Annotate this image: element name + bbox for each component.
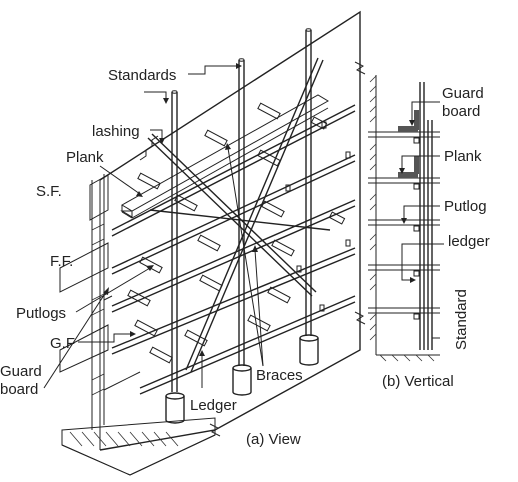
label-guard-board-1: Guard (0, 363, 42, 380)
label-plank: Plank (66, 149, 104, 166)
caption-vertical: (b) Vertical (382, 373, 454, 390)
planks (120, 94, 329, 219)
label-sf: S.F. (36, 183, 62, 200)
guard-boards (103, 295, 141, 391)
label-guard-board-2: board (0, 381, 38, 398)
vlabel-putlog: Putlog (444, 198, 487, 215)
view-drawing: Standards lashing Plank S.F. F.F. Putlog… (0, 10, 366, 476)
label-gf: G.F (50, 335, 75, 352)
vlabel-plank: Plank (444, 148, 482, 165)
label-standards: Standards (108, 67, 176, 84)
vlabel-standard: Standard (453, 289, 470, 350)
braces (147, 57, 331, 373)
label-putlogs: Putlogs (16, 305, 66, 322)
vertical-wall-hatch (369, 75, 377, 341)
standard-bases (165, 334, 319, 424)
label-lashing: lashing (92, 123, 140, 140)
vlabel-guard-1: Guard (442, 85, 484, 102)
label-braces: Braces (256, 367, 303, 384)
caption-view: (a) View (246, 431, 301, 448)
standards (171, 28, 312, 392)
label-ff: F.F. (50, 253, 73, 270)
vlabel-guard-2: board (442, 103, 480, 120)
putlogs (127, 102, 346, 364)
lashing-mark (139, 135, 159, 161)
ground-foundation (61, 417, 216, 476)
floor-slabs (59, 174, 109, 430)
vertical-section: Guard board Plank Putlog ledger Standard… (368, 75, 490, 390)
ledgers (111, 104, 356, 395)
vertical-guard-board (398, 126, 418, 132)
label-ledger: Ledger (190, 397, 237, 414)
leader-lines (43, 63, 264, 389)
vlabel-ledger: ledger (448, 233, 490, 250)
vertical-plank (398, 172, 418, 178)
